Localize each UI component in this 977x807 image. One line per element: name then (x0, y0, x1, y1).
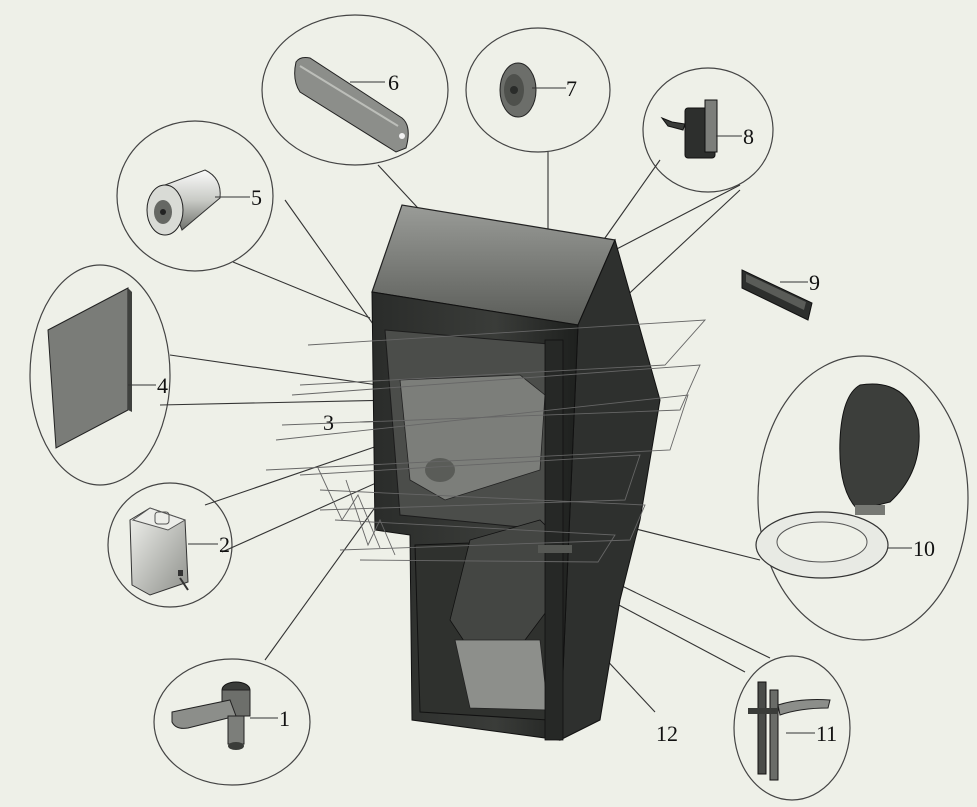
leader-11a (619, 584, 771, 659)
callout-7: 7 (566, 76, 577, 101)
part-10-seat (755, 383, 920, 579)
callout-3: 3 (323, 410, 334, 435)
callout-6: 6 (388, 70, 399, 95)
part-1-faucet (171, 681, 251, 750)
callout-2: 2 (219, 532, 230, 557)
part-8-holder (660, 99, 718, 159)
part-11-handle (748, 681, 831, 781)
callout-8: 8 (743, 124, 754, 149)
leader-2a (204, 439, 396, 506)
bubble-4 (29, 264, 171, 486)
bubble-10 (757, 355, 969, 641)
part-7-disc (499, 62, 537, 118)
callout-10: 10 (913, 536, 935, 561)
part-2-dispenser (129, 507, 189, 596)
cabinet-body (371, 204, 661, 741)
part-6-panel (294, 57, 409, 153)
leader-11b (599, 594, 746, 673)
bubble-5 (116, 120, 274, 272)
callout-11: 11 (816, 721, 837, 746)
part-9-strip (741, 269, 813, 321)
callout-5: 5 (251, 185, 262, 210)
callout-9: 9 (809, 270, 820, 295)
bubble-11 (733, 655, 851, 801)
assembly-grid (265, 319, 707, 563)
callout-12: 12 (656, 721, 678, 746)
callout-1: 1 (279, 706, 290, 731)
bubble-2 (107, 482, 233, 608)
bubble-7 (465, 27, 611, 153)
bubble-8 (642, 67, 774, 193)
part-4-mirror (47, 287, 132, 449)
bubble-6 (261, 14, 449, 166)
callout-4: 4 (157, 373, 168, 398)
bubble-1 (153, 658, 311, 786)
part-5-roll-holder (146, 169, 221, 236)
leader-5a (232, 261, 371, 319)
leader-8a (599, 159, 661, 246)
leader-4a (169, 354, 379, 386)
leader-4b (159, 399, 396, 406)
